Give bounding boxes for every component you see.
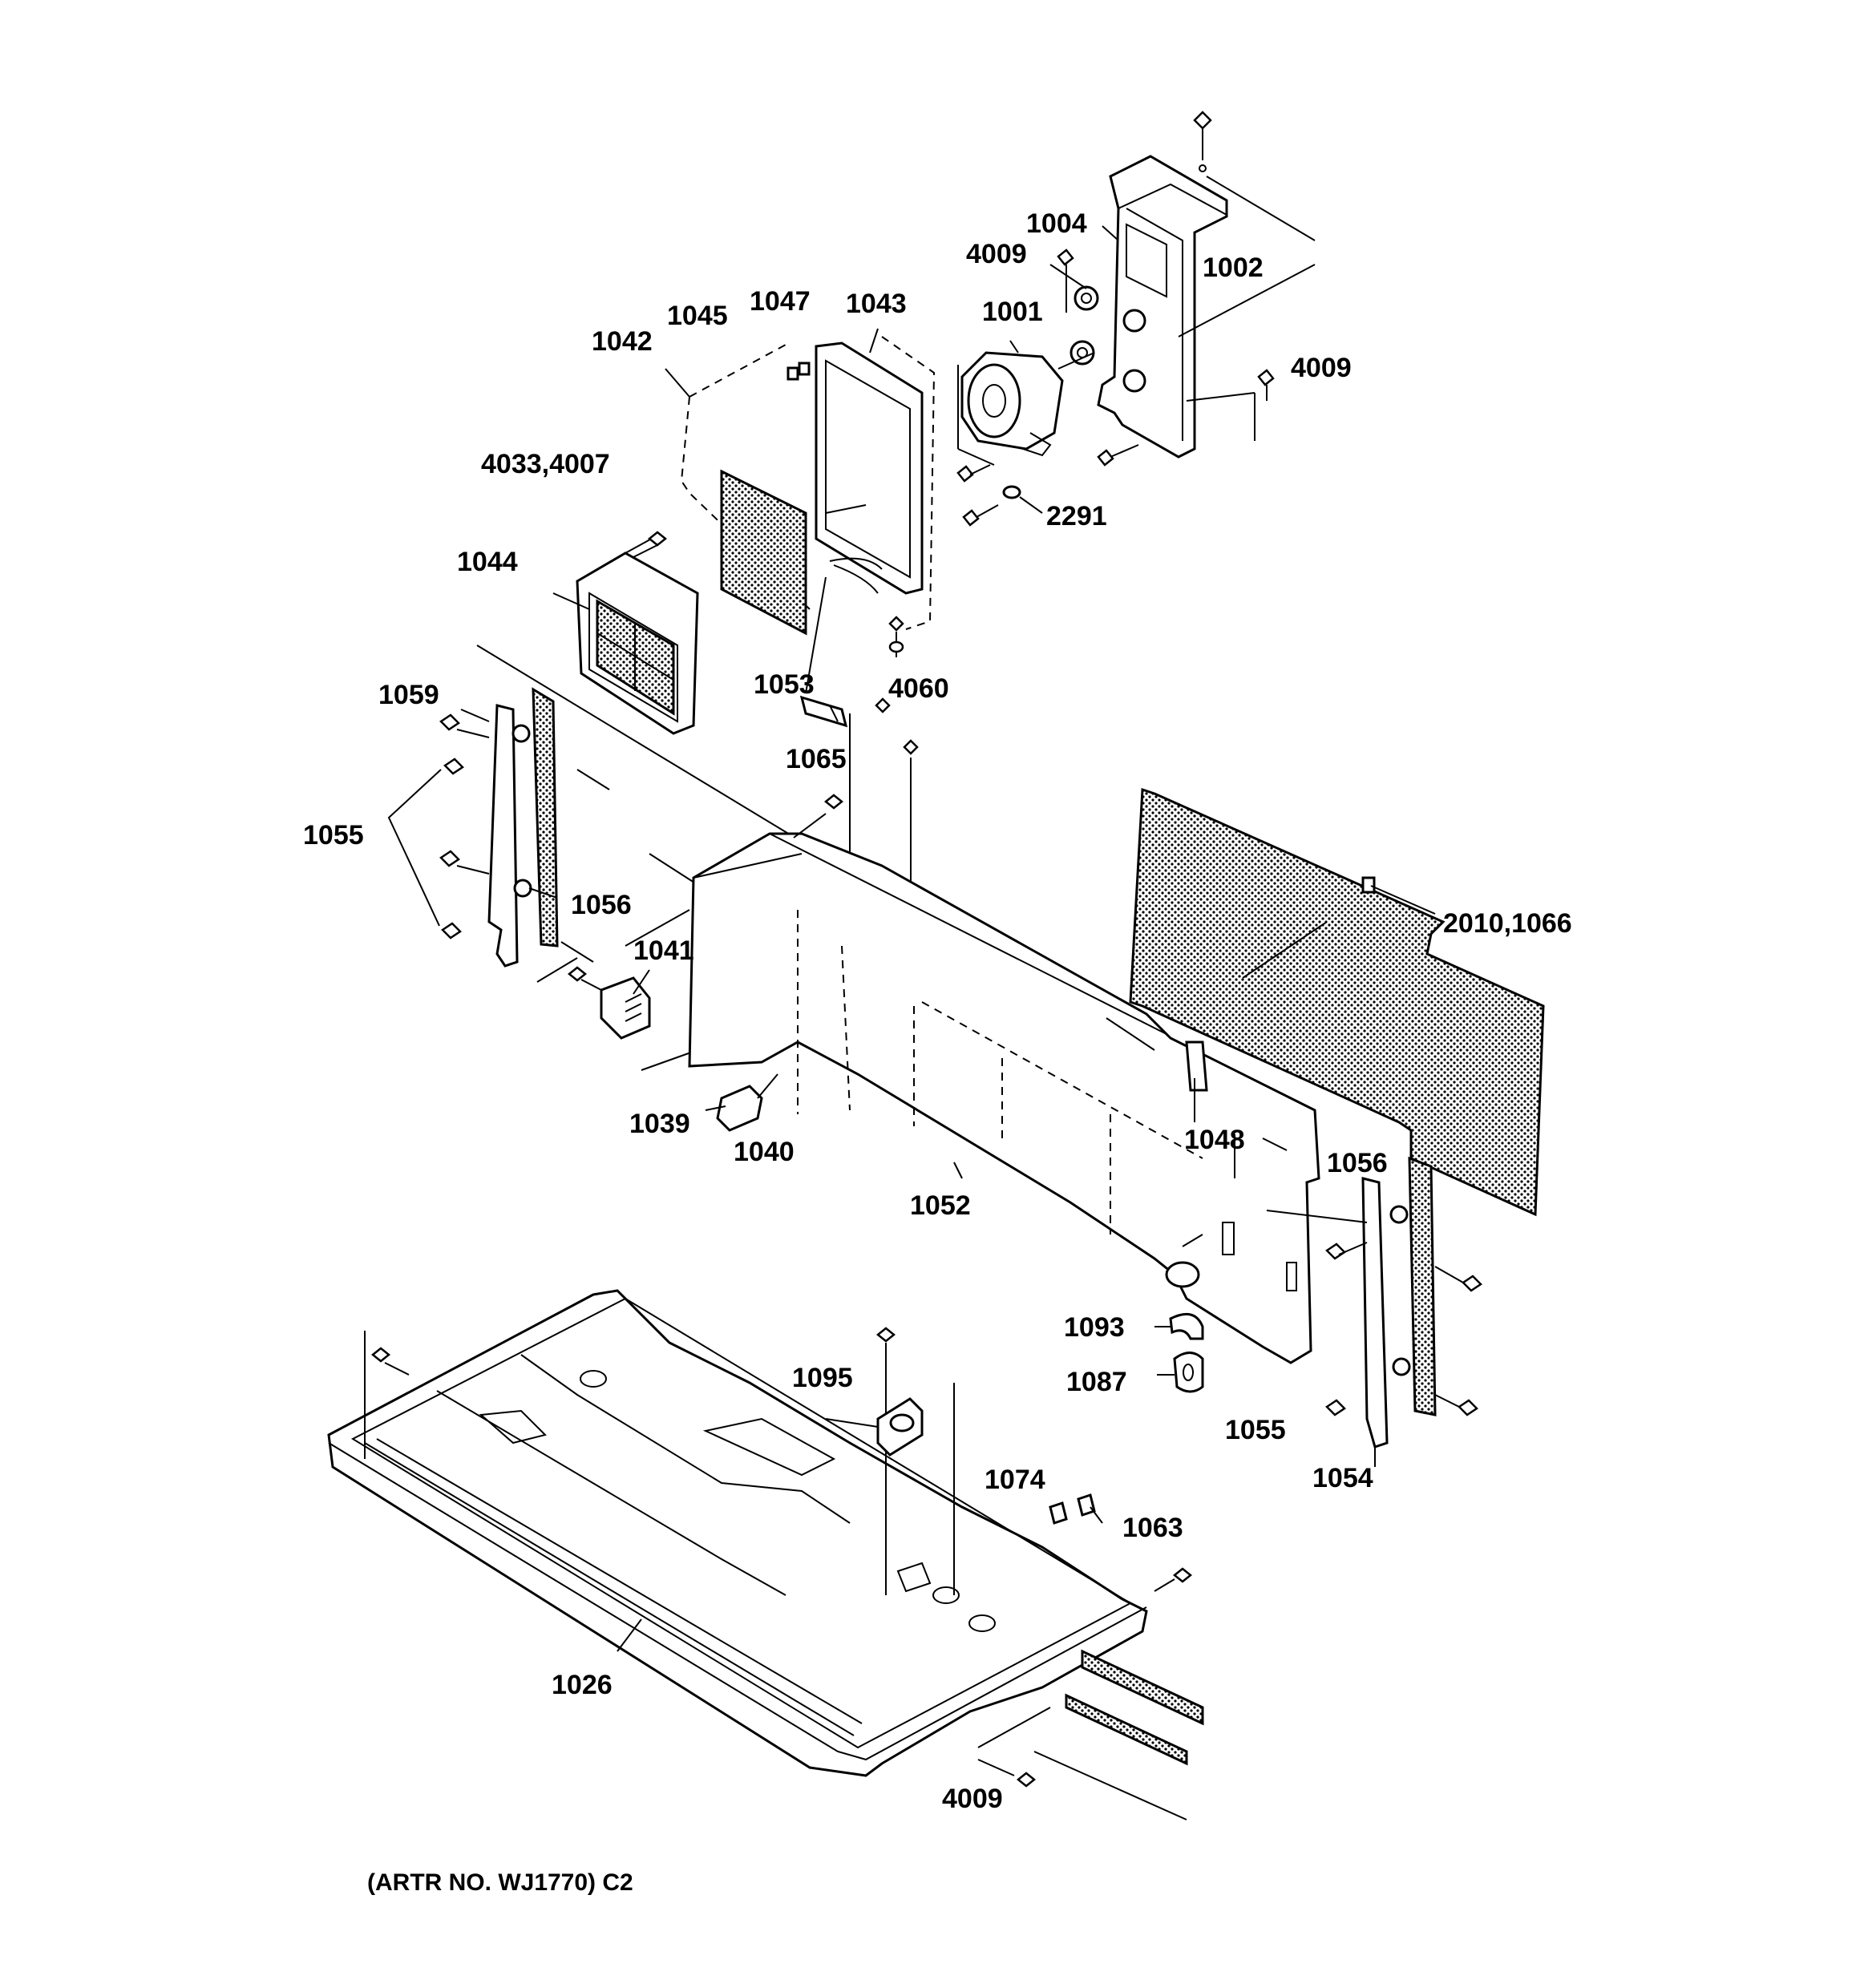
screw-4060 [888, 616, 904, 657]
grommet-1004 [1049, 264, 1099, 366]
label-4009-right: 4009 [1291, 353, 1352, 383]
filter-dashed-outline [680, 336, 936, 630]
bracket-1063 [1077, 1493, 1103, 1524]
screw-top-base [793, 794, 844, 838]
label-1041: 1041 [633, 935, 694, 966]
label-1026: 1026 [552, 1670, 613, 1700]
label-1055-right: 1055 [1225, 1415, 1286, 1445]
label-1039: 1039 [629, 1109, 690, 1139]
foot-1087 [1157, 1352, 1204, 1393]
label-1044: 1044 [457, 547, 518, 577]
label-1054: 1054 [1312, 1463, 1373, 1493]
label-1043: 1043 [846, 289, 907, 319]
motor-mount-1095 [875, 1327, 955, 1595]
side-rail-right [1266, 1156, 1437, 1449]
bottom-pan [327, 1289, 1148, 1777]
label-4009-top: 4009 [966, 239, 1027, 269]
label-1065: 1065 [786, 744, 847, 774]
bracket-screw [1193, 111, 1212, 160]
filter-frame [815, 341, 924, 595]
label-1056-right: 1056 [1327, 1148, 1388, 1178]
clip-1074 [1049, 1501, 1068, 1525]
diagram-caption: (ARTR NO. WJ1770) C2 [367, 1869, 633, 1896]
label-leaders [460, 225, 1376, 1652]
screws-1055-right [1325, 1242, 1482, 1416]
label-1002: 1002 [1203, 253, 1264, 283]
guide-lines-left [476, 644, 803, 1071]
screw-4033 [633, 531, 668, 558]
base-panel [688, 832, 1320, 1364]
motor-bracket [1097, 155, 1316, 459]
label-2010-1066: 2010,1066 [1443, 908, 1572, 939]
back-mesh-panel [1129, 787, 1545, 1217]
leader-1055-left [387, 769, 442, 927]
label-1055-left: 1055 [303, 820, 364, 851]
label-1052: 1052 [910, 1190, 971, 1221]
pull-tab-1053 [805, 557, 883, 694]
label-1093: 1093 [1064, 1312, 1125, 1343]
label-1074: 1074 [985, 1465, 1045, 1495]
part-labels: 1004 4009 1002 1001 4009 2291 1047 1043 … [303, 208, 1572, 1814]
pan-rails [1065, 1649, 1204, 1766]
terminal-block-1041 [567, 966, 651, 1040]
label-1053: 1053 [754, 669, 815, 700]
label-1095: 1095 [792, 1363, 853, 1393]
label-1048: 1048 [1184, 1125, 1245, 1155]
label-1045: 1045 [667, 301, 728, 331]
label-4033-4007: 4033,4007 [481, 449, 610, 479]
label-1004: 1004 [1026, 208, 1087, 239]
label-2291: 2291 [1046, 501, 1107, 531]
label-1063: 1063 [1122, 1513, 1183, 1543]
label-4060: 4060 [888, 673, 949, 704]
label-1059: 1059 [378, 680, 439, 710]
label-1047: 1047 [750, 286, 811, 317]
switch-1040 [705, 1073, 778, 1132]
filter-clip-1045 [786, 362, 811, 381]
label-1042: 1042 [592, 326, 653, 357]
screws-1055-left [439, 713, 490, 939]
side-rail-left [487, 687, 559, 968]
label-1001: 1001 [982, 297, 1043, 327]
label-4009-bottom: 4009 [942, 1784, 1003, 1814]
label-1040: 1040 [734, 1137, 795, 1167]
pan-screws [364, 1331, 1193, 1820]
vent-grille [576, 535, 699, 735]
label-1087: 1087 [1066, 1367, 1127, 1397]
filter-mesh [720, 469, 807, 636]
label-1056-left: 1056 [571, 890, 632, 920]
fan-motor [960, 351, 1095, 457]
motor-screws [956, 248, 1275, 527]
foot-1093 [1154, 1312, 1204, 1340]
bracket-1048 [1185, 1040, 1208, 1122]
